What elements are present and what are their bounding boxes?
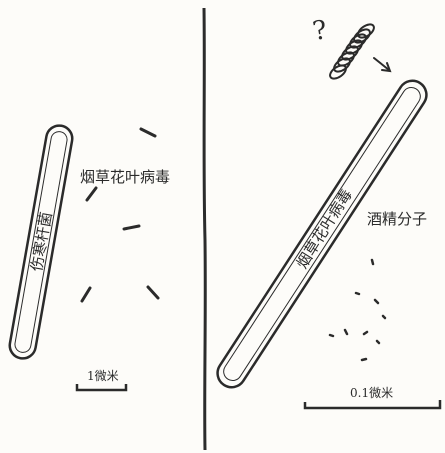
scale-bar-left (75, 384, 128, 392)
tmv-particle (139, 127, 157, 138)
virus-label-left: 烟草花叶病毒 (80, 168, 171, 186)
molecule-dot (381, 314, 387, 320)
molecule-dot (375, 339, 381, 345)
molecule-dot (360, 357, 368, 362)
scale-label-right: 0.1微米 (350, 386, 394, 400)
alcohol-molecules (328, 258, 387, 362)
spring-coil (329, 23, 375, 80)
molecule-dot (370, 258, 375, 266)
tmv-particles-left (80, 127, 160, 303)
molecule-dot (362, 330, 369, 336)
typhoid-bacillus (8, 124, 74, 360)
molecule-dot (343, 328, 349, 336)
molecule-label: 酒精分子 (367, 210, 428, 228)
tmv-particle (146, 285, 160, 300)
scale-label-left: 1微米 (87, 369, 119, 383)
tmv-particle (85, 186, 98, 202)
molecule-dot (328, 333, 335, 338)
tmv-particle (80, 286, 92, 303)
molecule-dot (354, 291, 361, 296)
tobacco-mosaic-virus-rod (216, 79, 428, 389)
arrow-icon (373, 57, 392, 73)
tmv-particle (122, 224, 141, 231)
scale-bar-right (303, 400, 442, 410)
panel-divider-line (202, 7, 207, 451)
molecule-dot (373, 298, 380, 305)
